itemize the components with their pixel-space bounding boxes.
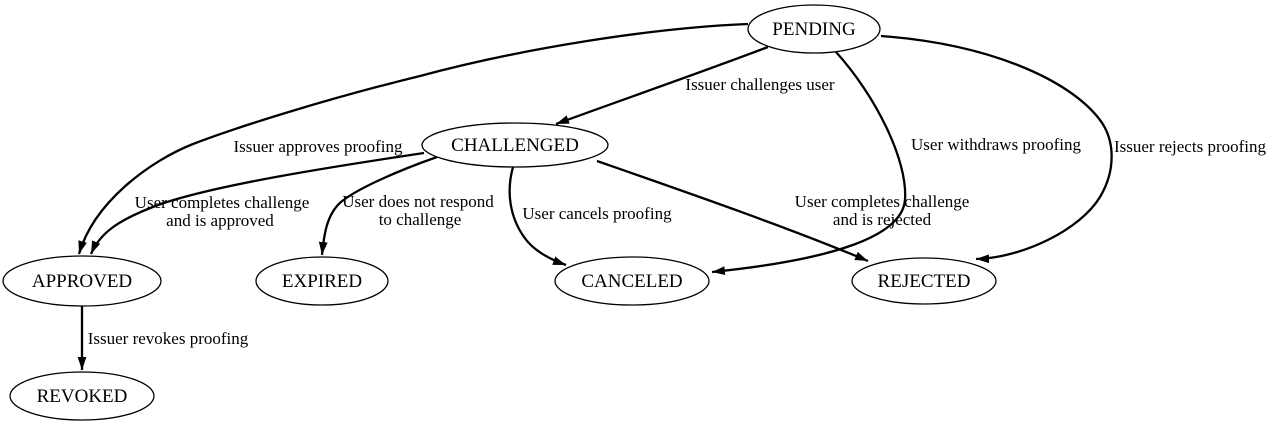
edge-challenged-to-expired [318, 155, 438, 256]
edge-label-approved-to-revoked-line1: Issuer revokes proofing [88, 329, 249, 348]
edge-pending-to-challenged [555, 45, 769, 126]
edge-label-challenged-to-expired-line1: User does not respond [342, 192, 494, 211]
state-node-rejected: REJECTED [851, 257, 997, 305]
state-label-challenged: CHALLENGED [451, 135, 579, 156]
state-ellipse-expired [255, 256, 389, 306]
edge-label-pending-to-approved-line1: Issuer approves proofing [233, 137, 403, 156]
state-node-canceled: CANCELED [554, 256, 710, 306]
edge-label-challenged-to-canceled-line1: User cancels proofing [522, 204, 672, 223]
state-label-approved: APPROVED [32, 271, 132, 292]
nodes-layer: PENDING CHALLENGED APPROVED EXPIRED CANCELED… [2, 4, 997, 421]
state-node-challenged: CHALLENGED [421, 122, 609, 168]
edge-challenged-to-approved [89, 151, 425, 255]
edge-label-challenged-to-expired-line2: to challenge [379, 210, 462, 229]
state-ellipse-canceled [554, 256, 710, 306]
edge-label-pending-to-rejected-line1: Issuer rejects proofing [1114, 137, 1267, 156]
edges-layer [77, 22, 1113, 370]
state-node-pending: PENDING [747, 4, 881, 54]
state-ellipse-pending [747, 4, 881, 54]
state-label-canceled: CANCELED [581, 271, 682, 292]
edge-label-pending-to-challenged-line1: Issuer challenges user [685, 75, 835, 94]
state-label-revoked: REVOKED [37, 386, 128, 407]
state-ellipse-challenged [421, 122, 609, 168]
state-ellipse-revoked [9, 371, 155, 421]
state-node-approved: APPROVED [2, 255, 162, 307]
state-label-expired: EXPIRED [282, 271, 362, 292]
state-node-revoked: REVOKED [9, 371, 155, 421]
edge-label-challenged-to-rejected-line1: User completes challenge [795, 192, 970, 211]
edge-pending-to-rejected [880, 34, 1113, 264]
state-label-rejected: REJECTED [878, 271, 971, 292]
edge-challenged-to-canceled [508, 166, 567, 267]
state-node-expired: EXPIRED [255, 256, 389, 306]
edge-challenged-to-rejected [596, 159, 869, 263]
edge-label-challenged-to-approved-line2: and is approved [166, 211, 274, 230]
state-ellipse-approved [2, 255, 162, 307]
edge-pending-to-approved [77, 22, 749, 255]
edge-label-challenged-to-rejected-line2: and is rejected [833, 210, 932, 229]
edge-label-pending-to-canceled-line1: User withdraws proofing [911, 135, 1081, 154]
state-ellipse-rejected [851, 257, 997, 305]
state-label-pending: PENDING [772, 19, 856, 40]
edge-pending-to-canceled [711, 51, 907, 276]
edge-label-challenged-to-approved-line1: User completes challenge [135, 193, 310, 212]
